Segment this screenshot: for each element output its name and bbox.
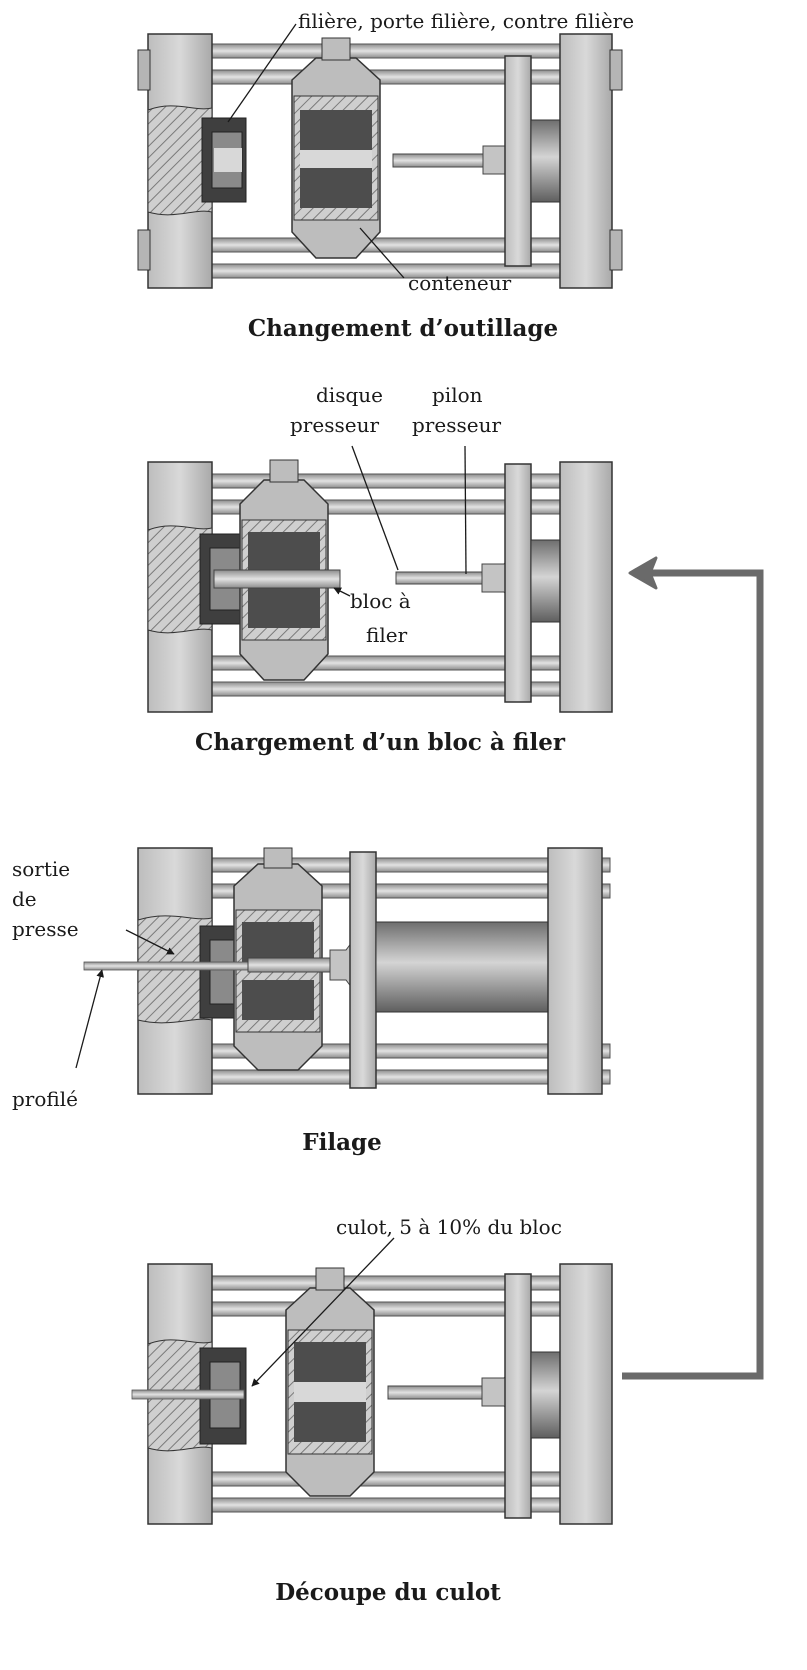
- label-ram-line2: presseur: [412, 413, 501, 437]
- label-disc-line1: disque: [316, 383, 383, 407]
- ram: [395, 554, 513, 602]
- moving-crosshead: [349, 851, 377, 1089]
- label-butt: culot, 5 à 10% du bloc: [336, 1215, 562, 1239]
- stage-3-extrusion: sortie de presse profilé Filage: [12, 847, 611, 1156]
- label-profile: profilé: [12, 1087, 78, 1111]
- leader-butt: [251, 1237, 395, 1387]
- stage-2-billet-loading: disque presseur pilon presseur bloc à fi…: [147, 383, 613, 756]
- caption-stage-1: Changement d’outillage: [248, 315, 558, 342]
- moving-crosshead: [504, 463, 532, 703]
- leader-ram: [464, 445, 467, 575]
- extruded-profile: [83, 961, 255, 971]
- stage-1-tool-change: filière, porte filière, contre filière c…: [137, 9, 634, 342]
- caption-stage-3: Filage: [302, 1129, 381, 1156]
- main-cylinder: [375, 921, 557, 1013]
- rear-platen: [559, 1263, 613, 1525]
- rear-platen: [559, 461, 613, 713]
- label-exit-line3: presse: [12, 917, 79, 941]
- ram: [387, 1368, 513, 1416]
- label-ram-line1: pilon: [432, 383, 483, 407]
- leader-billet: [333, 587, 351, 597]
- moving-crosshead: [504, 1273, 532, 1519]
- front-platen: [147, 461, 213, 713]
- leader-profile: [75, 969, 104, 1069]
- moving-crosshead: [504, 55, 532, 267]
- leader-die: [227, 23, 297, 123]
- leader-exit: [125, 929, 175, 955]
- label-billet-line1: bloc à: [350, 589, 411, 613]
- ram: [247, 940, 353, 990]
- container: [291, 37, 381, 259]
- label-billet-line2: filer: [366, 623, 408, 647]
- butt-profile: [131, 1389, 245, 1400]
- label-disc-line2: presseur: [290, 413, 379, 437]
- leader-disc: [351, 445, 399, 571]
- label-container: conteneur: [408, 271, 512, 295]
- container: [285, 1267, 375, 1497]
- label-exit-line1: sortie: [12, 857, 70, 881]
- front-platen: [137, 33, 213, 289]
- rear-platen: [559, 33, 623, 289]
- stage-4-butt-cutting: culot, 5 à 10% du bloc Découpe du culot: [131, 1215, 613, 1606]
- caption-stage-2: Chargement d’un bloc à filer: [195, 729, 566, 756]
- caption-stage-4: Découpe du culot: [275, 1579, 501, 1606]
- cycle-return-arrow: [622, 556, 764, 1380]
- ram: [392, 136, 513, 184]
- label-exit-line2: de: [12, 887, 37, 911]
- label-die: filière, porte filière, contre filière: [298, 9, 634, 33]
- billet: [213, 569, 341, 589]
- rear-platen: [547, 847, 603, 1095]
- die-assembly: [201, 117, 247, 203]
- leader-container: [359, 227, 405, 279]
